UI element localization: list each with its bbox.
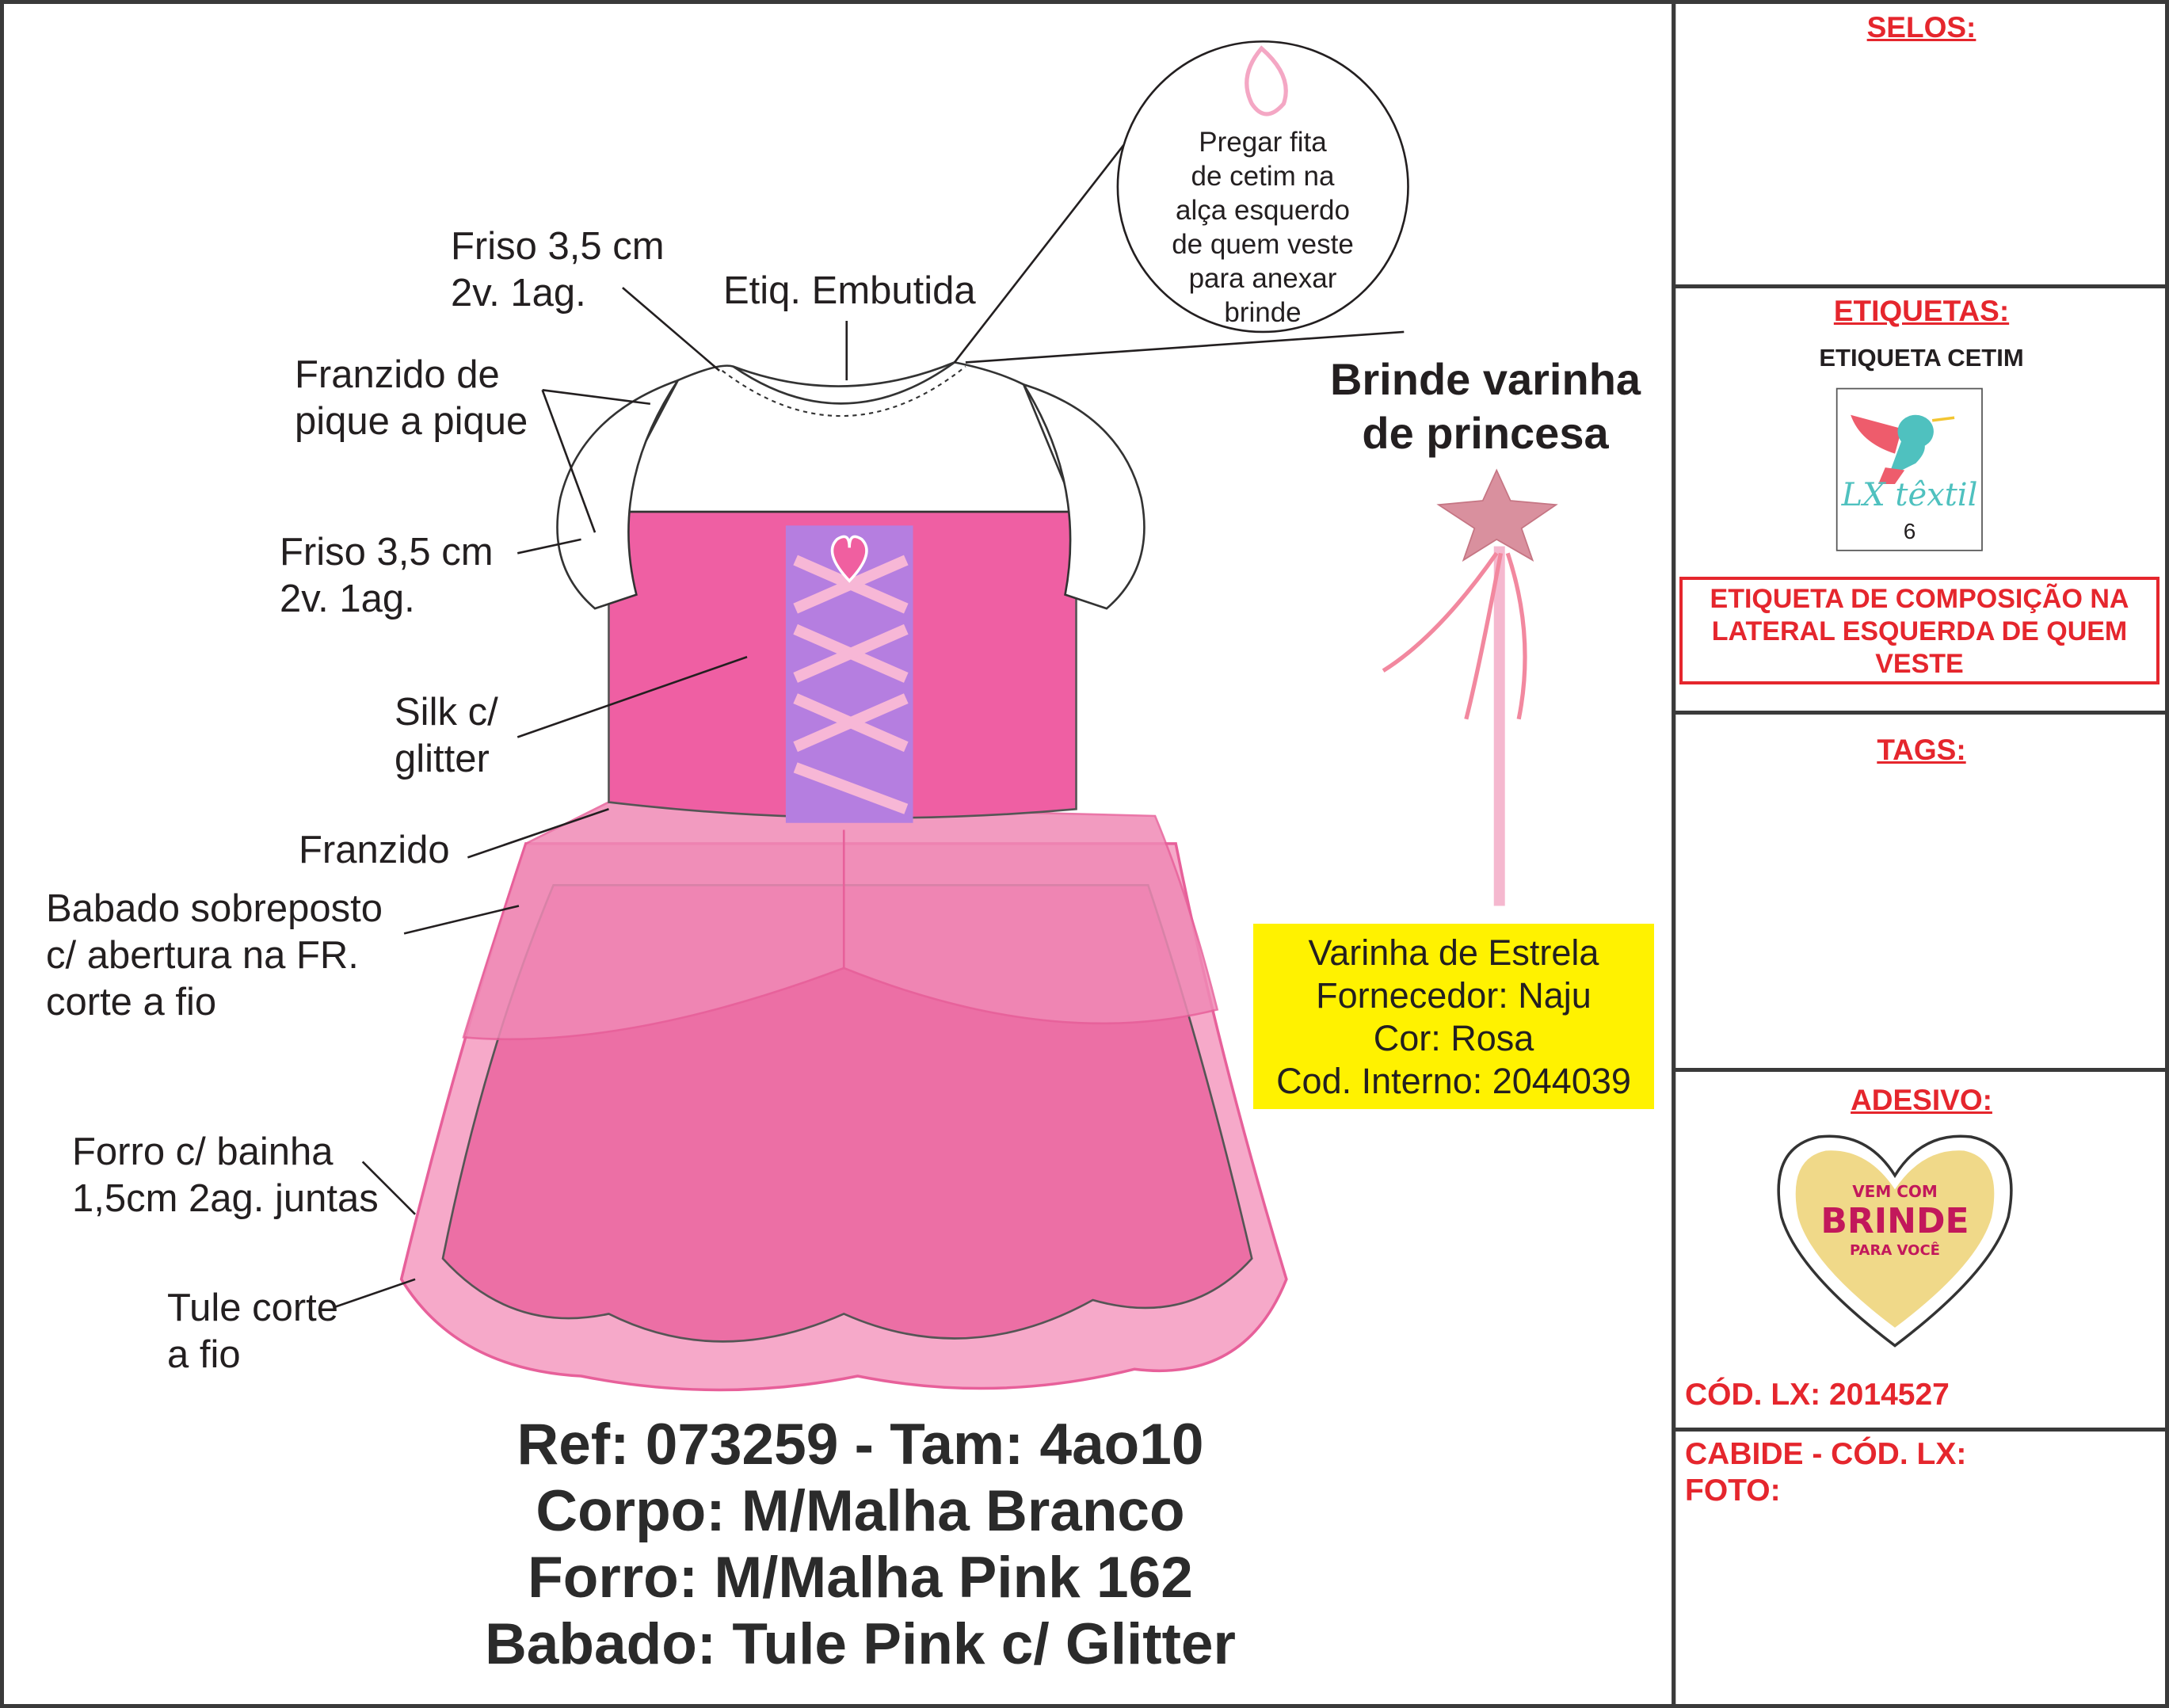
gift-supplier: Fornecedor: Naju <box>1316 975 1591 1016</box>
dress-illustration <box>399 361 1288 1392</box>
gift-code: Cod. Interno: 2044039 <box>1276 1061 1631 1101</box>
logo-box <box>1835 387 1983 551</box>
spec-babado: Babado: Tule Pink c/ Glitter <box>485 1612 1236 1676</box>
note-line: Pregar fita <box>1199 127 1327 158</box>
adesivo-heading: ADESIVO: <box>1851 1084 1992 1116</box>
panel-divider <box>1674 1428 2169 1432</box>
note-line: alça esquerdo <box>1176 195 1350 226</box>
cod-lx: CÓD. LX: 2014527 <box>1685 1378 1950 1412</box>
ribbon-loop-icon <box>1245 45 1288 116</box>
gift-title: Brinde varinha de princesa <box>1283 353 1687 460</box>
spec-corpo: Corpo: M/Malha Branco <box>536 1479 1185 1543</box>
note-line: de quem veste <box>1172 229 1354 260</box>
friso-neck-label: Friso 3,5 cm 2v. 1ag. <box>451 223 665 317</box>
etiquetas-heading: ETIQUETAS: <box>1833 295 2010 327</box>
babado-label: Babado sobreposto c/ abertura na FR. cor… <box>46 886 383 1026</box>
forro-label: Forro c/ bainha 1,5cm 2ag. juntas <box>72 1129 379 1222</box>
sticker-line: VEM COM <box>1852 1182 1938 1201</box>
franzido-pique-label: Franzido de pique a pique <box>295 352 528 445</box>
label-line: Friso 3,5 cm <box>280 531 494 574</box>
label-line: 1,5cm 2ag. juntas <box>72 1177 379 1220</box>
sticker-text: VEM COM BRINDE PARA VOCÊ <box>1816 1182 1974 1259</box>
label-line: Tule corte <box>167 1287 339 1329</box>
note-line: de cetim na <box>1191 161 1335 192</box>
label-line: a fio <box>167 1333 241 1376</box>
etiqueta-cetim-label: ETIQUETA CETIM <box>1819 344 2024 372</box>
label-line: corte a fio <box>46 981 217 1024</box>
title-line: Brinde varinha <box>1329 354 1641 404</box>
panel-divider <box>1674 1068 2169 1072</box>
label-line: c/ abertura na FR. <box>46 934 359 977</box>
cabide-cod-lx: CABIDE - CÓD. LX: <box>1685 1437 1967 1471</box>
etiq-embutida-label: Etiq. Embutida <box>723 269 976 312</box>
label-line: pique a pique <box>295 400 528 443</box>
circle-note: Pregar fita de cetim na alça esquerdo de… <box>1136 125 1389 330</box>
note-line: para anexar <box>1188 263 1337 294</box>
spec-forro: Forro: M/Malha Pink 162 <box>528 1546 1193 1610</box>
logo-size: 6 <box>1903 519 1916 543</box>
detail-circle <box>1116 40 1409 334</box>
label-line: Babado sobreposto <box>46 887 383 930</box>
gift-name: Varinha de Estrela <box>1308 932 1599 973</box>
leader-lines <box>334 131 1405 1308</box>
title-line: de princesa <box>1362 408 1609 458</box>
franzido-label: Franzido <box>299 829 450 871</box>
gift-color: Cor: Rosa <box>1373 1018 1534 1058</box>
note-line: brinde <box>1224 297 1302 328</box>
label-line: 2v. 1ag. <box>280 578 415 620</box>
label-line: Silk c/ <box>395 691 498 734</box>
label-line: 2v. 1ag. <box>451 272 586 315</box>
star-wand-illustration <box>1382 468 1558 906</box>
label-line: Friso 3,5 cm <box>451 225 665 268</box>
gift-info-box: Varinha de Estrela Fornecedor: Naju Cor:… <box>1253 924 1654 1109</box>
panel-divider <box>1674 711 2169 715</box>
panel-divider <box>1674 284 2169 288</box>
label-line: Franzido de <box>295 353 500 396</box>
friso-sleeve-label: Friso 3,5 cm 2v. 1ag. <box>280 529 494 623</box>
sticker-line: BRINDE <box>1820 1201 1969 1241</box>
composicao-note: ETIQUETA DE COMPOSIÇÃO NA LATERAL ESQUER… <box>1679 577 2159 684</box>
label-line: Forro c/ bainha <box>72 1130 334 1173</box>
heart-sticker <box>1777 1134 2013 1348</box>
spec-ref: Ref: 073259 - Tam: 4ao10 <box>517 1413 1204 1477</box>
label-line: glitter <box>395 738 490 780</box>
tule-label: Tule corte a fio <box>167 1285 338 1378</box>
selos-heading: SELOS: <box>1866 11 1976 44</box>
logo-text: LX têxtil <box>1841 477 1978 513</box>
silk-glitter-label: Silk c/ glitter <box>395 689 498 783</box>
foto-label: FOTO: <box>1685 1474 1781 1508</box>
hummingbird-logo-icon <box>1851 414 1955 485</box>
sticker-line: PARA VOCÊ <box>1850 1242 1940 1259</box>
tags-heading: TAGS: <box>1877 734 1966 766</box>
